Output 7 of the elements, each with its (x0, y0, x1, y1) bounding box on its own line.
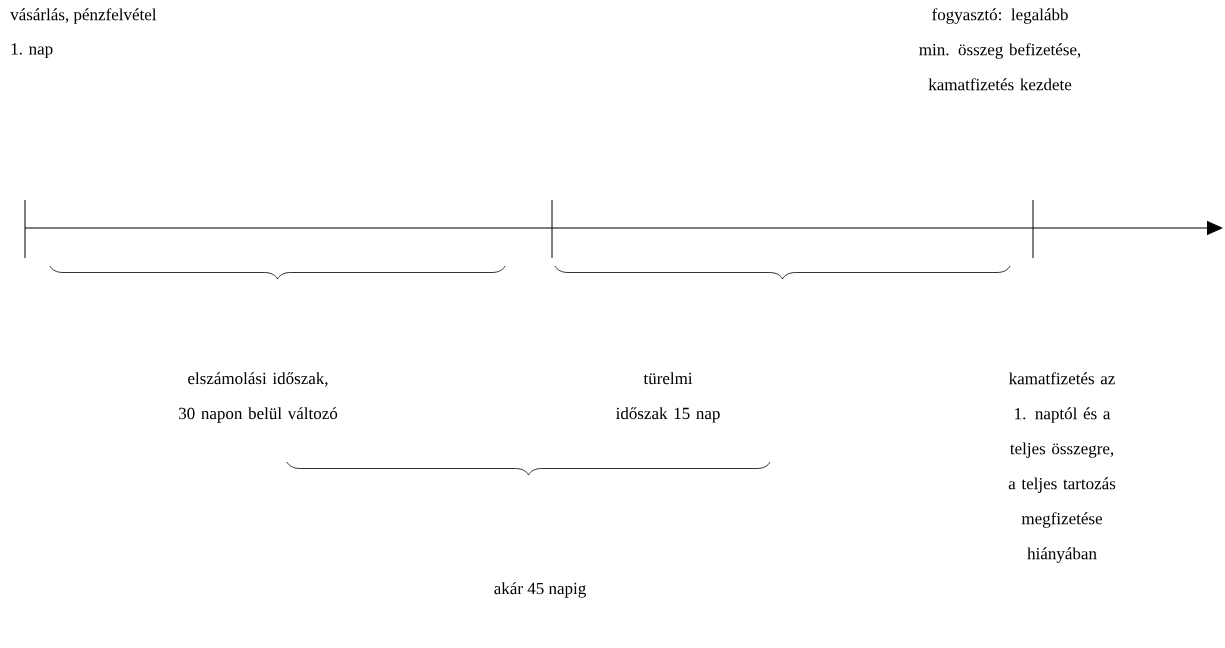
annotation-text: vásárlás, pénzfelvétel (10, 8, 157, 24)
annotation-text: türelmi időszak 15 nap (615, 372, 720, 423)
annotation-text: kamatfizetés az 1. naptól és a teljes összegre, a teljes tartozás megfizetése hiányában (1008, 372, 1116, 563)
annotation-text: fogyasztó: legalább min. összeg befizetése, kamatfizetés kezdete (919, 8, 1081, 91)
annotation-text: akár 45 napig (494, 582, 586, 598)
annotation-text: elszámolási időszak, 30 napon belül változó (179, 372, 338, 423)
annotation-text: 1. nap (11, 43, 53, 59)
